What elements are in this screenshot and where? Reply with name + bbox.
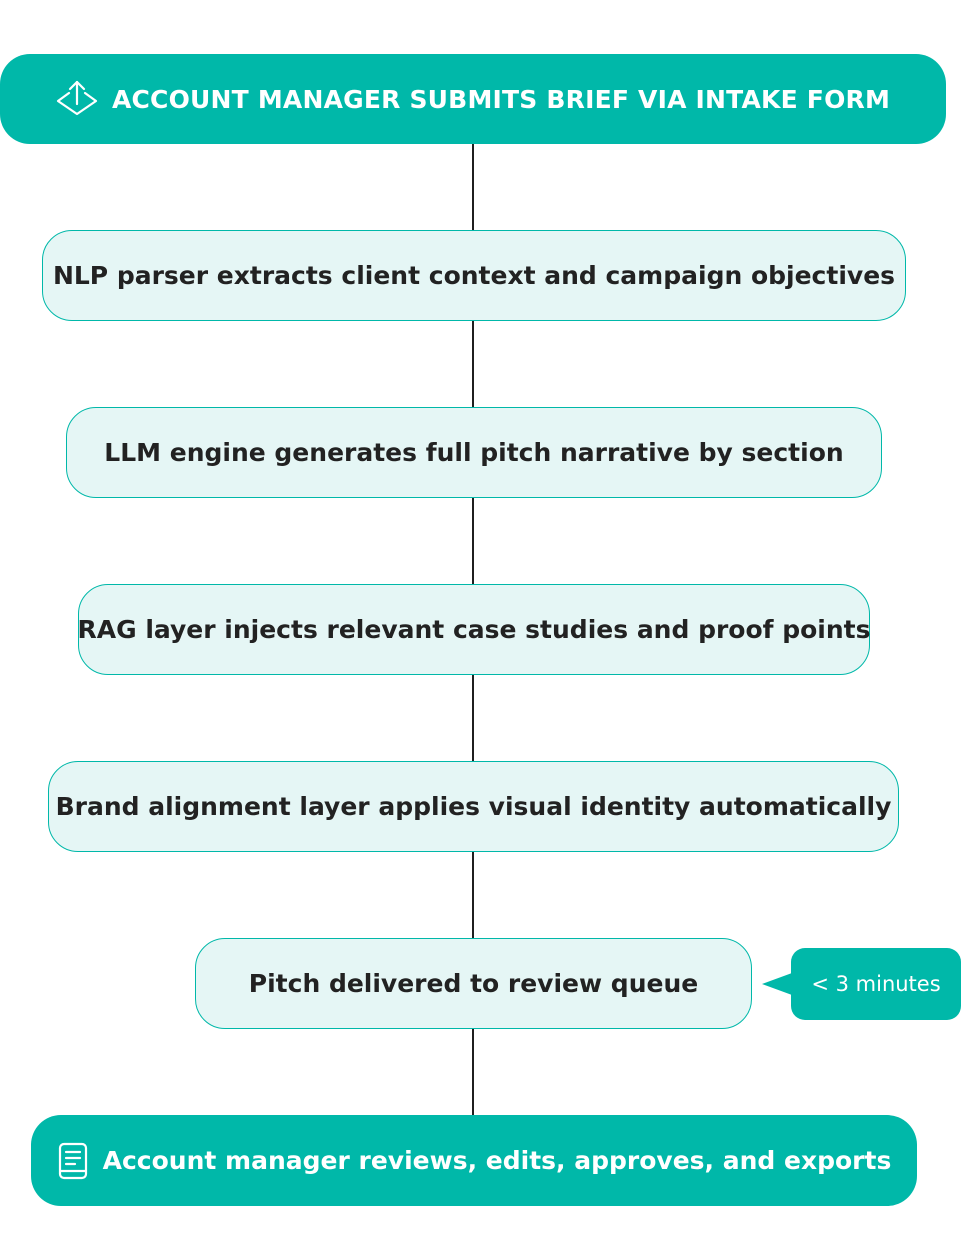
step-node-label: RAG layer injects relevant case studies …	[77, 615, 871, 644]
step-node-label: NLP parser extracts client context and c…	[52, 261, 896, 290]
upload-icon	[56, 79, 98, 119]
step-node-label: LLM engine generates full pitch narrativ…	[104, 438, 844, 467]
start-node-label: ACCOUNT MANAGER SUBMITS BRIEF VIA INTAKE…	[111, 84, 891, 114]
end-node: Account manager reviews, edits, approves…	[31, 1115, 917, 1206]
step-node-2: LLM engine generates full pitch narrativ…	[66, 407, 882, 498]
step-node-5: Pitch delivered to review queue	[195, 938, 752, 1029]
connector-line-1	[472, 143, 474, 231]
callout-pointer	[762, 973, 792, 995]
connector-line-4	[472, 674, 474, 762]
connector-line-2	[472, 320, 474, 408]
time-callout-label: < 3 minutes	[811, 972, 941, 996]
connector-line-5	[472, 851, 474, 939]
start-node: ACCOUNT MANAGER SUBMITS BRIEF VIA INTAKE…	[0, 54, 946, 144]
step-node-3: RAG layer injects relevant case studies …	[77, 584, 871, 675]
connector-line-3	[472, 497, 474, 585]
end-node-label: Account manager reviews, edits, approves…	[102, 1146, 892, 1175]
step-node-label: Brand alignment layer applies visual ide…	[55, 792, 892, 821]
document-icon	[57, 1142, 89, 1180]
step-node-label: Pitch delivered to review queue	[248, 969, 699, 998]
time-callout: < 3 minutes	[791, 948, 961, 1020]
step-node-1: NLP parser extracts client context and c…	[42, 230, 906, 321]
step-node-4: Brand alignment layer applies visual ide…	[48, 761, 899, 852]
connector-line-6	[472, 1028, 474, 1116]
